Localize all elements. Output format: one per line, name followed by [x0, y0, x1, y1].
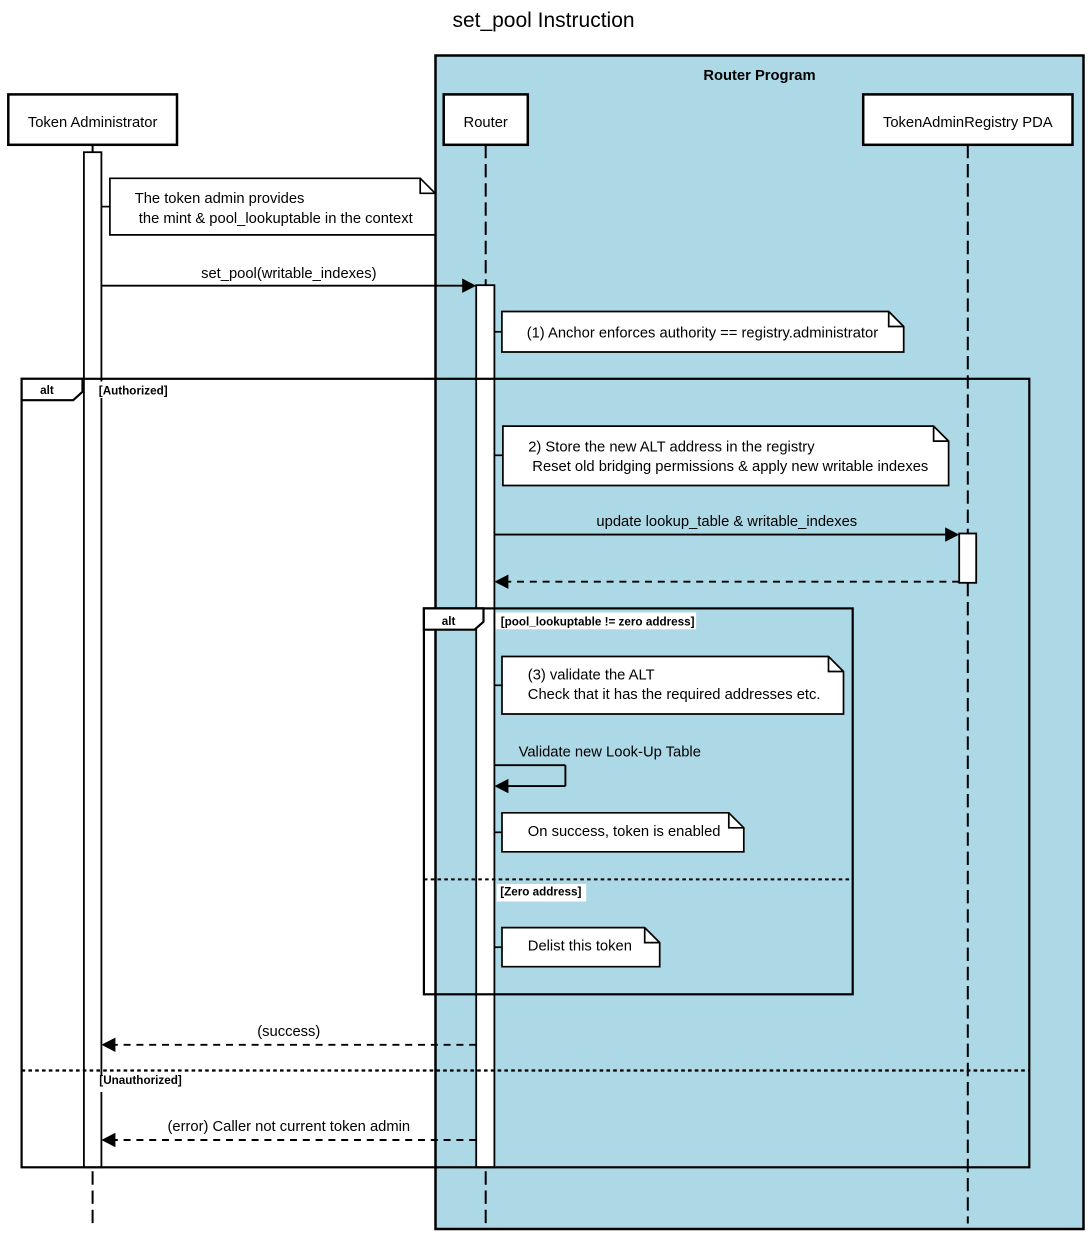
- svg-text:Router: Router: [464, 115, 508, 131]
- svg-text:On success, token is enabled: On success, token is enabled: [528, 824, 721, 840]
- svg-text:TokenAdminRegistry PDA: TokenAdminRegistry PDA: [883, 115, 1053, 131]
- svg-text:set_pool Instruction: set_pool Instruction: [452, 9, 634, 32]
- svg-text:[Unauthorized]: [Unauthorized]: [99, 1074, 182, 1087]
- svg-text:Token Administrator: Token Administrator: [28, 115, 158, 131]
- svg-text:Delist this token: Delist this token: [528, 939, 632, 955]
- svg-text:set_pool(writable_indexes): set_pool(writable_indexes): [201, 266, 376, 282]
- svg-text:Check that it has the required: Check that it has the required addresses…: [528, 687, 821, 703]
- svg-text:alt: alt: [442, 615, 456, 628]
- svg-text:[Authorized]: [Authorized]: [99, 385, 168, 398]
- svg-text:(success): (success): [257, 1024, 320, 1040]
- svg-text:Validate new Look-Up Table: Validate new Look-Up Table: [519, 745, 701, 761]
- svg-text:Reset old bridging permissions: Reset old bridging permissions & apply n…: [532, 459, 928, 475]
- svg-text:the mint & pool_lookuptable in: the mint & pool_lookuptable in the conte…: [139, 211, 413, 227]
- svg-text:(3) validate the ALT: (3) validate the ALT: [528, 668, 655, 684]
- svg-text:Router Program: Router Program: [703, 68, 815, 84]
- svg-text:The token admin provides: The token admin provides: [135, 191, 305, 207]
- svg-text:(error) Caller not current tok: (error) Caller not current token admin: [167, 1119, 410, 1135]
- svg-text:alt: alt: [40, 384, 54, 397]
- svg-text:(1) Anchor enforces authority: (1) Anchor enforces authority == registr…: [527, 326, 879, 342]
- svg-text:[Zero address]: [Zero address]: [500, 886, 581, 899]
- svg-text:2) Store the new ALT address i: 2) Store the new ALT address in the regi…: [528, 439, 815, 455]
- svg-text:update lookup_table & writable: update lookup_table & writable_indexes: [596, 514, 857, 530]
- svg-text:[pool_lookuptable != zero addr: [pool_lookuptable != zero address]: [501, 615, 695, 628]
